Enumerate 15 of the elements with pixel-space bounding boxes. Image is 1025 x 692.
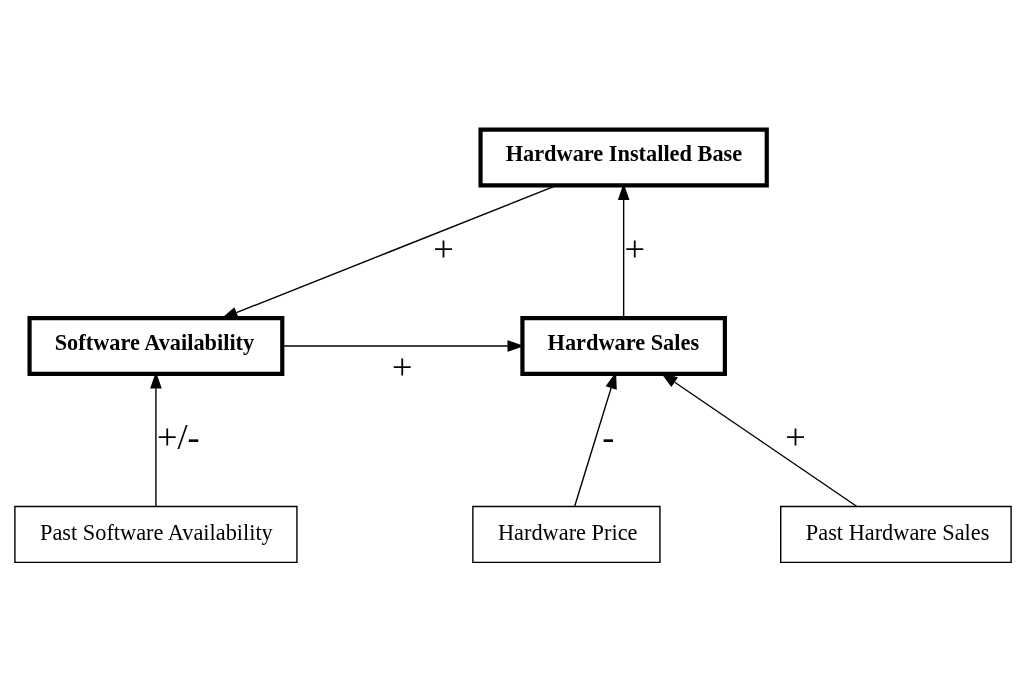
node-box: Hardware Installed Base (477, 127, 769, 188)
node-box: Hardware Price (471, 505, 661, 564)
arrow (617, 183, 630, 319)
node-box: Past Software Availability (13, 505, 298, 564)
edge-label: + (432, 228, 454, 269)
edge-label: +/- (156, 417, 200, 458)
node-box: Hardware Sales (519, 316, 727, 376)
node-box: Past Hardware Sales (779, 505, 1012, 564)
arrow (149, 371, 162, 508)
node-box: Software Availability (26, 316, 284, 376)
arrow (281, 340, 524, 352)
edge-label: + (624, 228, 645, 269)
edge-label: - (601, 417, 614, 458)
edge-label: + (784, 417, 806, 458)
edge-label: + (391, 347, 413, 388)
